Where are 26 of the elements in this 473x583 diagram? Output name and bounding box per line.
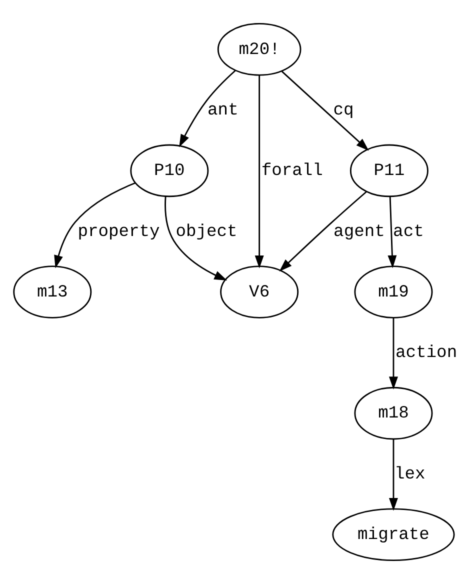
edge-label: act (393, 222, 424, 242)
node-ellipse: P11 (350, 144, 428, 197)
edge-label: agent (334, 222, 385, 242)
arrow (388, 196, 397, 268)
arrow (281, 70, 369, 150)
node-ellipse: m18 (354, 386, 433, 440)
node-ellipse: m13 (13, 265, 92, 318)
edge-label: property (78, 222, 160, 242)
arrow (164, 196, 228, 280)
node-ellipse: m19 (354, 265, 433, 318)
edge-label: ant (208, 100, 238, 120)
arrow (54, 182, 136, 268)
edge-label: object (176, 222, 238, 242)
arrow (179, 70, 236, 147)
node-ellipse: P10 (130, 144, 209, 197)
arrow (388, 317, 398, 390)
edge-label: action (395, 344, 458, 363)
edge-label: forall (261, 162, 323, 181)
edge-label: cq (333, 100, 354, 120)
node-ellipse: V6 (220, 265, 299, 318)
edge-label: lex (394, 464, 426, 484)
node-ellipse: migrate (332, 508, 455, 560)
arrow (254, 74, 264, 268)
arrow (388, 438, 398, 510)
node-ellipse: m20! (217, 22, 302, 76)
arrow (279, 190, 367, 271)
